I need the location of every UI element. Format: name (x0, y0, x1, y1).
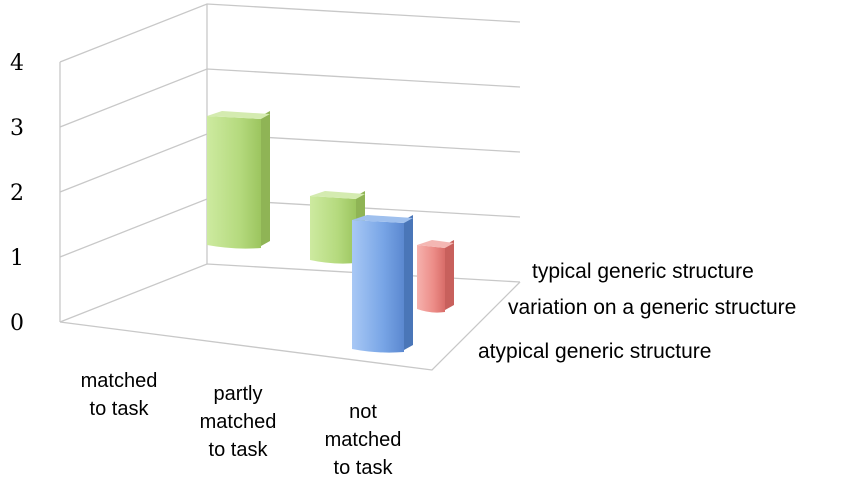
bar-front (417, 245, 445, 313)
bar-top (417, 240, 454, 248)
bar-typical-generic-structure-2 (417, 240, 454, 313)
axes (59, 4, 521, 371)
y-tick-label: 2 (10, 181, 24, 206)
floor-edges (59, 281, 521, 371)
gridline-4 (59, 3, 521, 63)
series-label: typical generic structure (532, 260, 754, 283)
y-tick-label: 4 (10, 51, 24, 76)
bar-front (352, 220, 404, 353)
y-tick-label: 1 (10, 246, 24, 271)
bar-front (310, 196, 356, 264)
y-tick-label: 3 (10, 116, 24, 141)
bar-top (352, 215, 413, 223)
bar-side (445, 240, 454, 310)
bars (207, 111, 454, 353)
series-label: variation on a generic structure (508, 296, 796, 319)
bar-top (310, 191, 365, 199)
bar-front (207, 116, 261, 249)
series-label: atypical generic structure (478, 340, 711, 363)
bar-atypical-generic-structure-2 (352, 215, 413, 353)
bar-side (261, 111, 270, 246)
bar-side (404, 215, 413, 350)
gridline-3 (59, 68, 521, 128)
bar-top (207, 111, 270, 119)
gridline-2 (59, 133, 521, 193)
bar-typical-generic-structure-0 (207, 111, 270, 249)
y-tick-label: 0 (10, 311, 24, 336)
labels: 0 1 2 3 4 atypical generic structure variation… (10, 51, 796, 479)
